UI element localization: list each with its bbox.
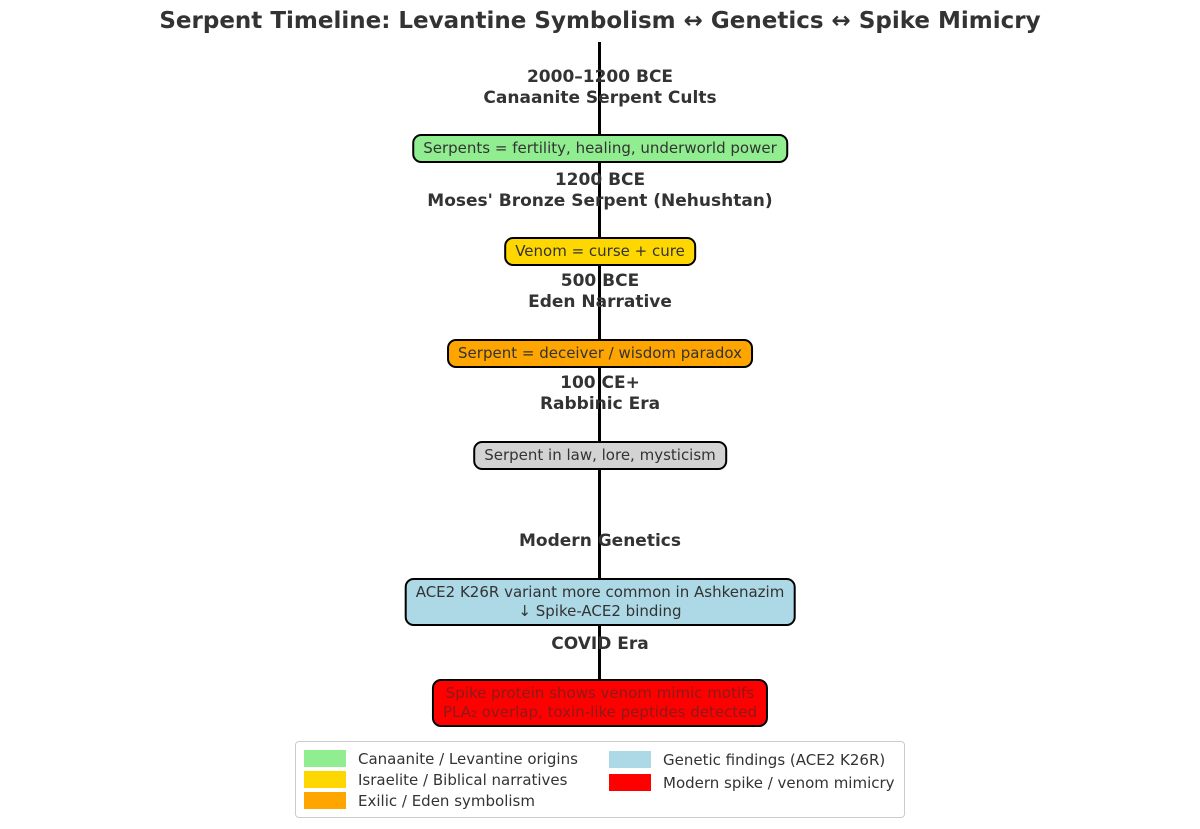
era-name: Rabbinic Era — [539, 394, 661, 414]
legend-label: Exilic / Eden symbolism — [358, 791, 535, 810]
legend-swatch-orange — [304, 792, 346, 809]
era-date: 1200 BCE — [554, 170, 646, 190]
legend-swatch-lightblue — [609, 751, 651, 768]
legend-swatch-gold — [304, 771, 346, 788]
legend-item-canaanite: Canaanite / Levantine origins — [304, 748, 609, 769]
legend-label: Israelite / Biblical narratives — [358, 770, 568, 789]
legend-swatch-green — [304, 750, 346, 767]
legend-item-israelite: Israelite / Biblical narratives — [304, 769, 609, 790]
event-box-canaanite: Serpents = fertility, healing, underworl… — [412, 134, 788, 163]
event-box-rabbinic: Serpent in law, lore, mysticism — [473, 441, 727, 470]
era-label-nehushtan: 1200 BCE Moses' Bronze Serpent (Nehushta… — [427, 170, 772, 212]
legend-swatch-red — [609, 774, 651, 791]
event-box-text: Serpent in law, lore, mysticism — [484, 446, 716, 464]
chart-title: Serpent Timeline: Levantine Symbolism ↔ … — [159, 8, 1041, 34]
era-label-canaanite: 2000–1200 BCE Canaanite Serpent Cults — [483, 67, 716, 109]
event-box-text: Serpents = fertility, healing, underworl… — [423, 139, 777, 157]
event-box-covid: Spike protein shows venom mimic motifs P… — [431, 679, 769, 727]
event-box-text: ACE2 K26R variant more common in Ashkena… — [415, 583, 785, 601]
era-date: 500 BCE — [560, 271, 640, 291]
era-date: 2000–1200 BCE — [526, 67, 674, 87]
era-label-rabbinic: 100 CE+ Rabbinic Era — [540, 373, 660, 415]
event-box-text: PLA₂ overlap, toxin-like peptides detect… — [442, 703, 758, 721]
era-name: Eden Narrative — [528, 292, 672, 312]
legend-label: Modern spike / venom mimicry — [663, 773, 895, 792]
era-label-covid: COVID Era — [551, 634, 648, 655]
timeline-axis-line — [598, 42, 601, 702]
event-box-modern-genetics: ACE2 K26R variant more common in Ashkena… — [404, 578, 796, 626]
legend-column-right: Genetic findings (ACE2 K26R) Modern spik… — [609, 748, 896, 811]
legend-label: Genetic findings (ACE2 K26R) — [663, 750, 886, 769]
event-box-text: ↓ Spike-ACE2 binding — [518, 602, 682, 620]
event-box-eden: Serpent = deceiver / wisdom paradox — [447, 339, 753, 368]
era-label-eden: 500 BCE Eden Narrative — [528, 271, 672, 313]
era-name: Canaanite Serpent Cults — [483, 88, 717, 108]
legend-column-left: Canaanite / Levantine origins Israelite … — [304, 748, 609, 811]
legend-item-genetic: Genetic findings (ACE2 K26R) — [609, 748, 896, 771]
legend-item-spike: Modern spike / venom mimicry — [609, 771, 896, 794]
era-label-modern-genetics: Modern Genetics — [519, 531, 681, 552]
event-box-nehushtan: Venom = curse + cure — [504, 237, 696, 266]
era-name: Moses' Bronze Serpent (Nehushtan) — [427, 191, 773, 211]
era-name: COVID Era — [551, 634, 649, 654]
event-box-text: Spike protein shows venom mimic motifs — [445, 684, 755, 702]
legend: Canaanite / Levantine origins Israelite … — [295, 741, 905, 818]
event-box-text: Serpent = deceiver / wisdom paradox — [458, 344, 742, 362]
era-date: 100 CE+ — [560, 373, 640, 393]
legend-label: Canaanite / Levantine origins — [358, 749, 578, 768]
event-box-text: Venom = curse + cure — [515, 242, 685, 260]
legend-item-exilic: Exilic / Eden symbolism — [304, 790, 609, 811]
era-name: Modern Genetics — [519, 531, 681, 551]
